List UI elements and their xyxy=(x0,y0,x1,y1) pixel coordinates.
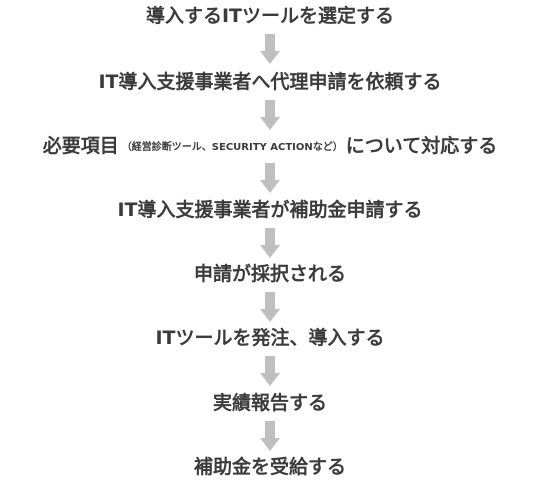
step-7-report-results: 実績報告する xyxy=(0,391,540,415)
step-8-receive-subsidy: 補助金を受給する xyxy=(0,455,540,479)
down-arrow-icon xyxy=(260,100,280,130)
down-arrow-icon xyxy=(260,228,280,258)
down-arrow-icon xyxy=(260,356,280,386)
down-arrow-icon xyxy=(260,421,280,451)
step-3-required-items: 必要項目（経営診断ツール、SECURITY ACTIONなど）について対応する xyxy=(0,134,540,160)
step-1-label: 導入するITツールを選定する xyxy=(145,5,395,27)
down-arrow-icon xyxy=(260,163,280,193)
step-5-application-approved: 申請が採択される xyxy=(0,262,540,286)
step-2-request-vendor: IT導入支援事業者へ代理申請を依頼する xyxy=(0,70,540,94)
down-arrow-icon xyxy=(260,292,280,322)
step-5-label: 申請が採択される xyxy=(193,263,346,285)
step-4-vendor-applies: IT導入支援事業者が補助金申請する xyxy=(0,198,540,222)
step-6-label: ITツールを発注、導入する xyxy=(155,327,385,349)
step-3-tail-label: について対応する xyxy=(345,135,498,157)
step-4-label: IT導入支援事業者が補助金申請する xyxy=(117,199,423,221)
step-3-main-label: 必要項目 xyxy=(42,135,119,157)
step-2-label: IT導入支援事業者へ代理申請を依頼する xyxy=(98,71,442,93)
step-7-label: 実績報告する xyxy=(212,392,327,414)
step-1-select-it-tool: 導入するITツールを選定する xyxy=(0,4,540,28)
step-6-order-and-install: ITツールを発注、導入する xyxy=(0,326,540,350)
step-8-label: 補助金を受給する xyxy=(193,456,346,478)
step-3-note: （経営診断ツール、SECURITY ACTIONなど） xyxy=(121,142,343,153)
down-arrow-icon xyxy=(260,34,280,64)
